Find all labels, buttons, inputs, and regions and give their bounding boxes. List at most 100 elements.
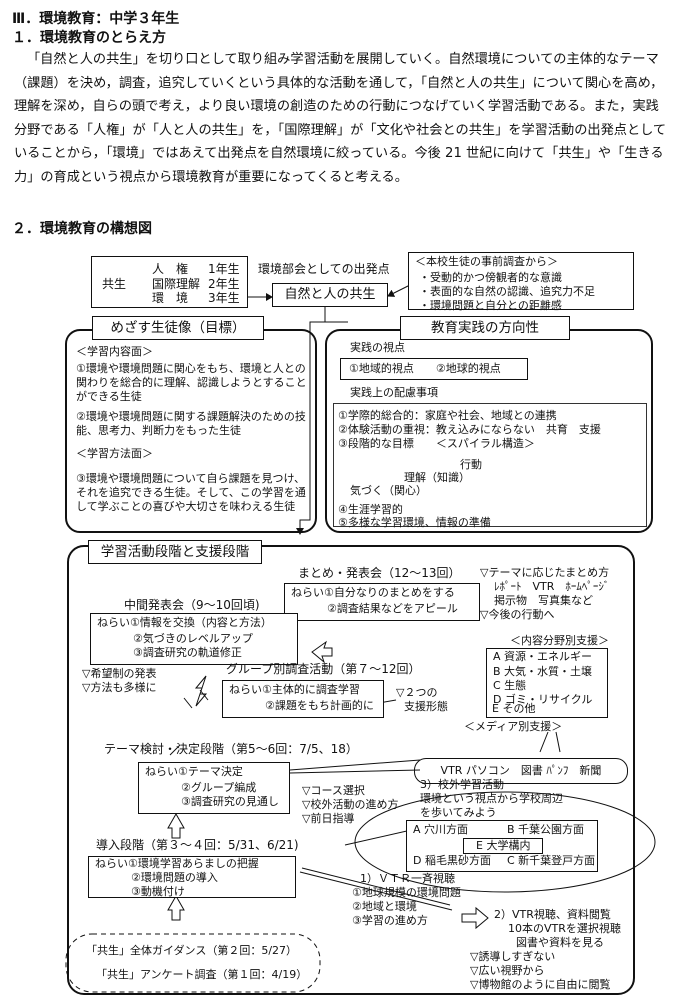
survey-item: ・環境問題と自分との距離感 — [419, 299, 562, 312]
goal-content-head: ＜学習内容面＞ — [76, 345, 153, 358]
mid-support: ▽方法も多様に — [82, 681, 157, 694]
areas-box: A 穴川方面 B 千葉公園方面 E 大学構内 D 稲毛黒砂方面 C 新千葉登戸方… — [406, 820, 598, 872]
content-support-item: C 生態 — [493, 679, 527, 692]
final-aim: ②調査結果などをアピール — [327, 602, 458, 615]
group-aims-box: ねらい①主体的に調査学習 ②課題をもち計画的に — [222, 680, 384, 718]
kyosei-item-grade: 3年生 — [208, 291, 240, 305]
practice-care-box — [333, 403, 647, 527]
theme-title: テーマ検討・決定段階（第5～6回：7/5、18） — [104, 742, 358, 756]
theme-aim: ③調査研究の見通し — [181, 795, 279, 808]
kyosei-label: 共生 — [102, 277, 127, 291]
vtr1-title: 1）ＶＴＲ一斉視聴 — [360, 872, 455, 885]
vtr1-item: ①地球規模の環境問題 — [352, 886, 461, 899]
final-support: ﾚﾎﾟｰﾄ VTR ﾎｰﾑﾍﾟｰｼﾞ — [494, 580, 610, 593]
area-label: C 新千葉登戸方面 — [507, 854, 596, 867]
practice-care-1: ①学際的総合的：家庭や社会、地域との連携 — [338, 409, 557, 422]
goal-title-box: めざす生徒像（目標） — [92, 316, 264, 340]
media-support-box: VTR パソコン 図書 ﾊﾟﾝﾌ 新聞 — [414, 758, 628, 784]
intro-aim: ②環境問題の導入 — [131, 871, 218, 884]
goal-method-head: ＜学習方法面＞ — [76, 447, 153, 460]
vtr2-title: 2）VTR視聴、資料閲覧 — [494, 908, 611, 921]
theme-aims-box: ねらい①テーマ決定 ②グループ編成 ③調査研究の見通し — [138, 762, 290, 814]
practice-care-3: ③段階的な目標 ＜スパイラル構造＞ — [338, 437, 535, 450]
group-aim: ②課題をもち計画的に — [265, 699, 374, 712]
theme-support: ▽校外活動の進め方 — [302, 798, 399, 811]
practice-view-head: 実践の視点 — [350, 341, 405, 354]
practice-views-box: ①地域的視点 ②地球的視点 — [340, 358, 528, 380]
practice-care-4: ④生涯学習的 — [338, 503, 403, 516]
survey-title: ＜本校生徒の事前調査から＞ — [415, 255, 558, 268]
final-aims-box: ねらい①自分なりのまとめをする ②調査結果などをアピール — [284, 583, 480, 621]
final-support: ▽今後の行動へ — [480, 608, 555, 621]
content-support-item: D ゴミ・リサイクル — [493, 693, 593, 706]
intro-aims-box: ねらい①環境学習あらましの把握 ②環境問題の導入 ③動機付け — [88, 856, 296, 898]
vtr2-support: ▽誘導しすぎない — [470, 950, 556, 963]
theme-support: ▽コース選択 — [302, 784, 365, 797]
content-support-title: ＜内容分野別支援＞ — [510, 634, 609, 647]
vtr1-item: ②地域と環境 — [352, 900, 417, 913]
start-point-label: 環境部会としての出発点 — [258, 262, 390, 276]
goal-method-3: ③環境や環境問題について自ら課題を見つけ、それを追究できる生徒。そして、この学習… — [76, 472, 306, 513]
group-aim: ねらい①主体的に調査学習 — [229, 683, 360, 696]
content-support-item: A 資源・エネルギー — [493, 650, 593, 663]
vtr2-item: 10本のVTRを選択視聴 — [508, 922, 621, 935]
mid-aim: ③調査研究の軌道修正 — [133, 646, 242, 659]
mid-aims-box: ねらい①情報を交換（内容と方法） ②気づきのレベルアップ ③調査研究の軌道修正 — [90, 613, 298, 665]
field-desc: 環境という視点から学校周辺 — [420, 792, 563, 805]
content-support-item: B 大気・水質・土壌 — [493, 665, 593, 678]
final-title: まとめ・発表会（12～13回） — [298, 566, 461, 580]
vtr2-support: ▽広い視野から — [470, 964, 545, 977]
intro-aim: ③動機付け — [131, 885, 185, 898]
goal-title: めざす生徒像（目標） — [110, 320, 246, 336]
group-support: ▽２つの — [396, 686, 438, 699]
vtr2-support: ▽博物館のように自由に閲覧 — [470, 978, 611, 991]
content-support-item: E その他 — [492, 702, 536, 715]
intro-aim: ねらい①環境学習あらましの把握 — [95, 857, 259, 870]
survey-item: ・受動的かつ傍観者的な意識 — [419, 271, 562, 284]
final-aim: ねらい①自分なりのまとめをする — [291, 586, 455, 599]
goal-content-1: ①環境や環境問題に関心をもち、環境と人との関わりを総合的に理解、認識しようとする… — [76, 362, 307, 403]
practice-care-2: ②体験活動の重視：教え込みにならない 共育 支援 — [338, 423, 601, 436]
survey-item: ・表面的な自然の認識、追究力不足 — [419, 285, 595, 298]
kyosei-item-name: 人 権 — [152, 262, 189, 276]
practice-title: 教育実践の方向性 — [431, 320, 539, 336]
kyosei-box — [91, 256, 248, 308]
spiral-action: 行動 — [460, 458, 482, 471]
kyosei-item-name: 国際理解 — [152, 277, 201, 291]
mid-aim: ねらい①情報を交換（内容と方法） — [97, 616, 272, 629]
center-title-box: 自然と人の共生 — [272, 283, 388, 307]
vtr1-item: ③学習の進め方 — [352, 914, 428, 927]
group-support: 支援形態 — [404, 700, 448, 713]
section-title: Ⅲ．環境教育：中学３年生 — [12, 11, 180, 27]
vtr2-item: 図書や資料を見る — [516, 936, 604, 949]
practice-title-box: 教育実践の方向性 — [400, 316, 570, 340]
field-title: 3）校外学習活動 — [420, 778, 504, 791]
final-support: 掲示物 写真集など — [494, 594, 593, 607]
area-label: D 稲毛黒砂方面 — [413, 854, 491, 867]
field-desc: を歩いてみよう — [420, 806, 497, 819]
intro-paragraph: 「自然と人の共生」を切り口として取り組み学習活動を展開していく。自然環境について… — [14, 52, 667, 185]
content-support-box: A 資源・エネルギー B 大気・水質・土壌 C 生態 D ゴミ・リサイクル — [486, 648, 608, 718]
subsection-title-2: ２．環境教育の構想図 — [12, 221, 152, 237]
mid-title: 中間発表会（9～10回頃) — [124, 598, 260, 612]
mid-support: ▽希望制の発表 — [82, 667, 157, 680]
media-items: VTR パソコン 図書 ﾊﾟﾝﾌ 新聞 — [440, 764, 602, 777]
stages-title-box: 学習活動段階と支援段階 — [88, 540, 262, 564]
spiral-notice: 気づく（関心） — [350, 484, 427, 497]
intro-title: 導入段階（第３～４回：5/31、6/21) — [96, 838, 299, 852]
area-label: A 穴川方面 — [413, 823, 469, 836]
kyosei-item-grade: 2年生 — [208, 277, 240, 291]
final-support: ▽テーマに応じたまとめ方 — [480, 566, 610, 579]
kyosei-item-name: 環 境 — [152, 291, 189, 305]
stages-title: 学習活動段階と支援段階 — [100, 544, 250, 560]
survey-box: ＜本校生徒の事前調査から＞ ・受動的かつ傍観者的な意識 ・表面的な自然の認識、追… — [408, 252, 634, 312]
practice-care-5: ⑤多様な学習環境、情報の準備 — [338, 516, 491, 529]
guidance: 「共生」全体ガイダンス（第２回：5/27） — [86, 944, 298, 957]
media-support-title: ＜メディア別支援＞ — [464, 720, 563, 733]
group-title: グループ別調査活動（第７～12回） — [226, 662, 421, 676]
questionnaire: 「共生」アンケート調査（第１回：4/19） — [96, 968, 308, 981]
mid-aim: ②気づきのレベルアップ — [133, 632, 253, 645]
kyosei-item-grade: 1年生 — [208, 262, 240, 276]
theme-support: ▽前日指導 — [302, 812, 355, 825]
